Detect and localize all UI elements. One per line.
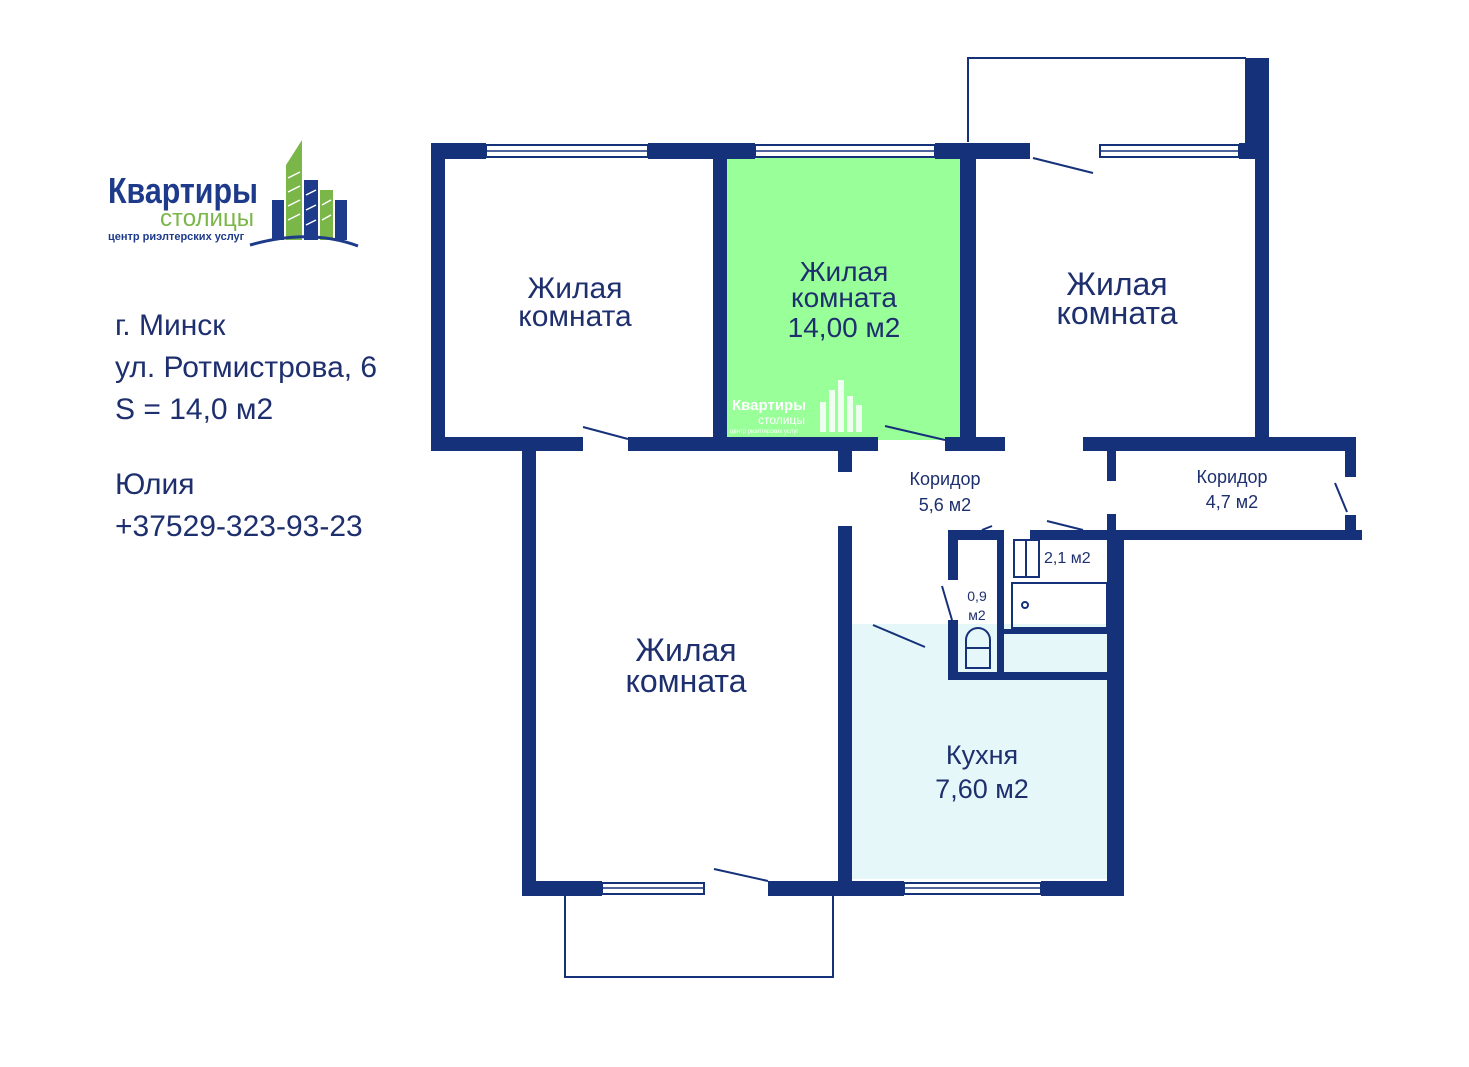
- watermark-brand-2: столицы: [758, 413, 805, 427]
- listing-info: г. Минск ул. Ротмистрова, 6 S = 14,0 м2: [115, 305, 377, 431]
- kitchen-area: 7,60 м2: [935, 774, 1029, 804]
- room-top-left-label: Жилая комната: [518, 272, 632, 333]
- agent-phone[interactable]: +37529-323-93-23: [115, 510, 363, 543]
- sink: [1013, 539, 1040, 578]
- watermark-tagline: центр риэлтерских услуг: [730, 429, 799, 435]
- logo-brand-line2: столицы: [160, 205, 254, 232]
- corridor-side-label: Коридор 4,7 м2: [1196, 467, 1267, 512]
- toilet-fixture: [965, 627, 991, 669]
- room-selected-line2: комната: [791, 282, 897, 313]
- watermark-brand: Квартиры: [732, 397, 806, 414]
- listing-city: г. Минск: [115, 309, 226, 342]
- logo: Квартиры столицы центр риэлтерских услуг: [108, 140, 359, 248]
- agent-name: Юлия: [115, 468, 195, 501]
- logo-brand-line1: Квартиры: [108, 170, 258, 211]
- corridor-main-area: 5,6 м2: [919, 495, 971, 515]
- kitchen-fill: [852, 624, 1110, 879]
- room-large-line1: Жилая: [635, 632, 736, 668]
- room-top-right-line2: комната: [1056, 295, 1177, 331]
- room-top-right-label: Жилая комната: [1056, 266, 1177, 331]
- window-lines: [486, 150, 1239, 889]
- watermark-logo: Квартиры столицы центр риэлтерских услуг: [730, 380, 862, 435]
- balcony-top: [967, 57, 1246, 142]
- room-top-left-line2: комната: [518, 300, 632, 333]
- toilet-area-unit: м2: [968, 607, 986, 623]
- listing-area: S = 14,0 м2: [115, 393, 274, 426]
- room-selected-line1: Жилая: [800, 256, 889, 287]
- corridor-side-name: Коридор: [1196, 467, 1267, 487]
- contact-info: Юлия +37529-323-93-23: [115, 464, 363, 548]
- kitchen-label: Кухня 7,60 м2: [935, 740, 1029, 804]
- room-selected-area: 14,00 м2: [788, 312, 901, 343]
- balcony-top-wall: [1245, 58, 1269, 156]
- room-top-left-line1: Жилая: [528, 272, 623, 305]
- toilet-area-value: 0,9: [967, 588, 987, 604]
- logo-tagline: центр риэлтерских услуг: [108, 231, 245, 243]
- room-top-right-line1: Жилая: [1066, 266, 1167, 302]
- bathtub: [1011, 582, 1108, 629]
- kitchen-name: Кухня: [946, 740, 1018, 770]
- toilet-label: 0,9 м2: [967, 588, 987, 623]
- logo-buildings-icon: [249, 140, 359, 248]
- listing-street: ул. Ротмистрова, 6: [115, 351, 378, 384]
- balcony-bottom: [564, 893, 834, 978]
- bathroom-area: 2,1 м2: [1044, 550, 1091, 567]
- room-selected-label: Жилая комната 14,00 м2: [788, 256, 901, 343]
- doors: [582, 157, 1348, 882]
- walls: [431, 143, 1362, 896]
- corridor-main-name: Коридор: [909, 469, 980, 489]
- corridor-side-area: 4,7 м2: [1206, 492, 1258, 512]
- corridor-main-label: Коридор 5,6 м2: [909, 469, 980, 515]
- room-large-label: Жилая комната: [625, 632, 746, 699]
- room-large-line2: комната: [625, 663, 746, 699]
